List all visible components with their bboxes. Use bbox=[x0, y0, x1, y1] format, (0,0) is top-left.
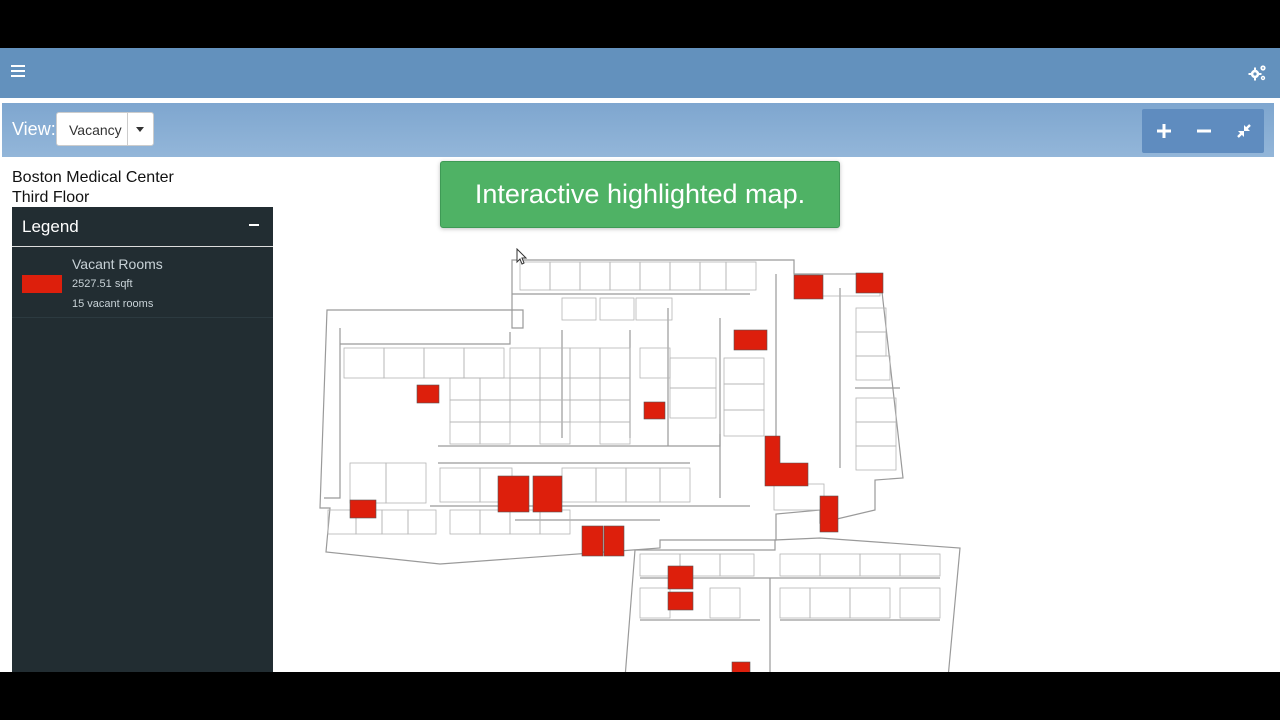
map-tooltip: Interactive highlighted map. bbox=[440, 161, 840, 228]
legend-swatch bbox=[22, 275, 62, 293]
view-select-toggle[interactable] bbox=[127, 113, 153, 145]
view-select-value: Vacancy bbox=[69, 122, 122, 138]
minus-icon bbox=[1197, 129, 1211, 133]
building-name: Boston Medical Center bbox=[12, 169, 174, 186]
caret-down-icon bbox=[136, 127, 144, 132]
view-label: View: bbox=[12, 119, 56, 139]
view-toolbar: View: Vacancy bbox=[2, 103, 1274, 157]
legend-item-count: 15 vacant rooms bbox=[72, 298, 154, 310]
plus-icon bbox=[1157, 124, 1171, 138]
legend-header: Legend bbox=[12, 207, 273, 247]
collapse-icon[interactable] bbox=[249, 224, 259, 226]
zoom-out-button[interactable] bbox=[1184, 109, 1224, 153]
view-select[interactable]: Vacancy bbox=[56, 112, 154, 146]
fit-map-button[interactable] bbox=[1224, 109, 1264, 153]
top-navbar bbox=[0, 48, 1280, 98]
map-controls bbox=[1142, 109, 1264, 153]
legend-item-vacant[interactable]: Vacant Rooms 2527.51 sqft 15 vacant room… bbox=[12, 247, 273, 318]
legend-item-title: Vacant Rooms bbox=[72, 256, 163, 272]
floor-name: Third Floor bbox=[12, 189, 90, 206]
legend-item-area: 2527.51 sqft bbox=[72, 278, 133, 290]
zoom-in-button[interactable] bbox=[1144, 109, 1184, 153]
building-info: Boston Medical Center Third Floor bbox=[12, 168, 174, 208]
compress-icon bbox=[1237, 124, 1251, 138]
legend-title: Legend bbox=[22, 217, 79, 236]
gears-icon[interactable] bbox=[1248, 63, 1268, 83]
mouse-pointer-icon bbox=[516, 248, 528, 265]
legend-panel: Legend Vacant Rooms 2527.51 sqft 15 vaca… bbox=[12, 207, 273, 672]
tooltip-text: Interactive highlighted map. bbox=[474, 179, 806, 209]
floor-plan-map[interactable] bbox=[300, 248, 980, 672]
main-content: View: Vacancy Boston Medical Center Thir… bbox=[0, 98, 1280, 672]
hamburger-icon[interactable] bbox=[11, 65, 25, 79]
